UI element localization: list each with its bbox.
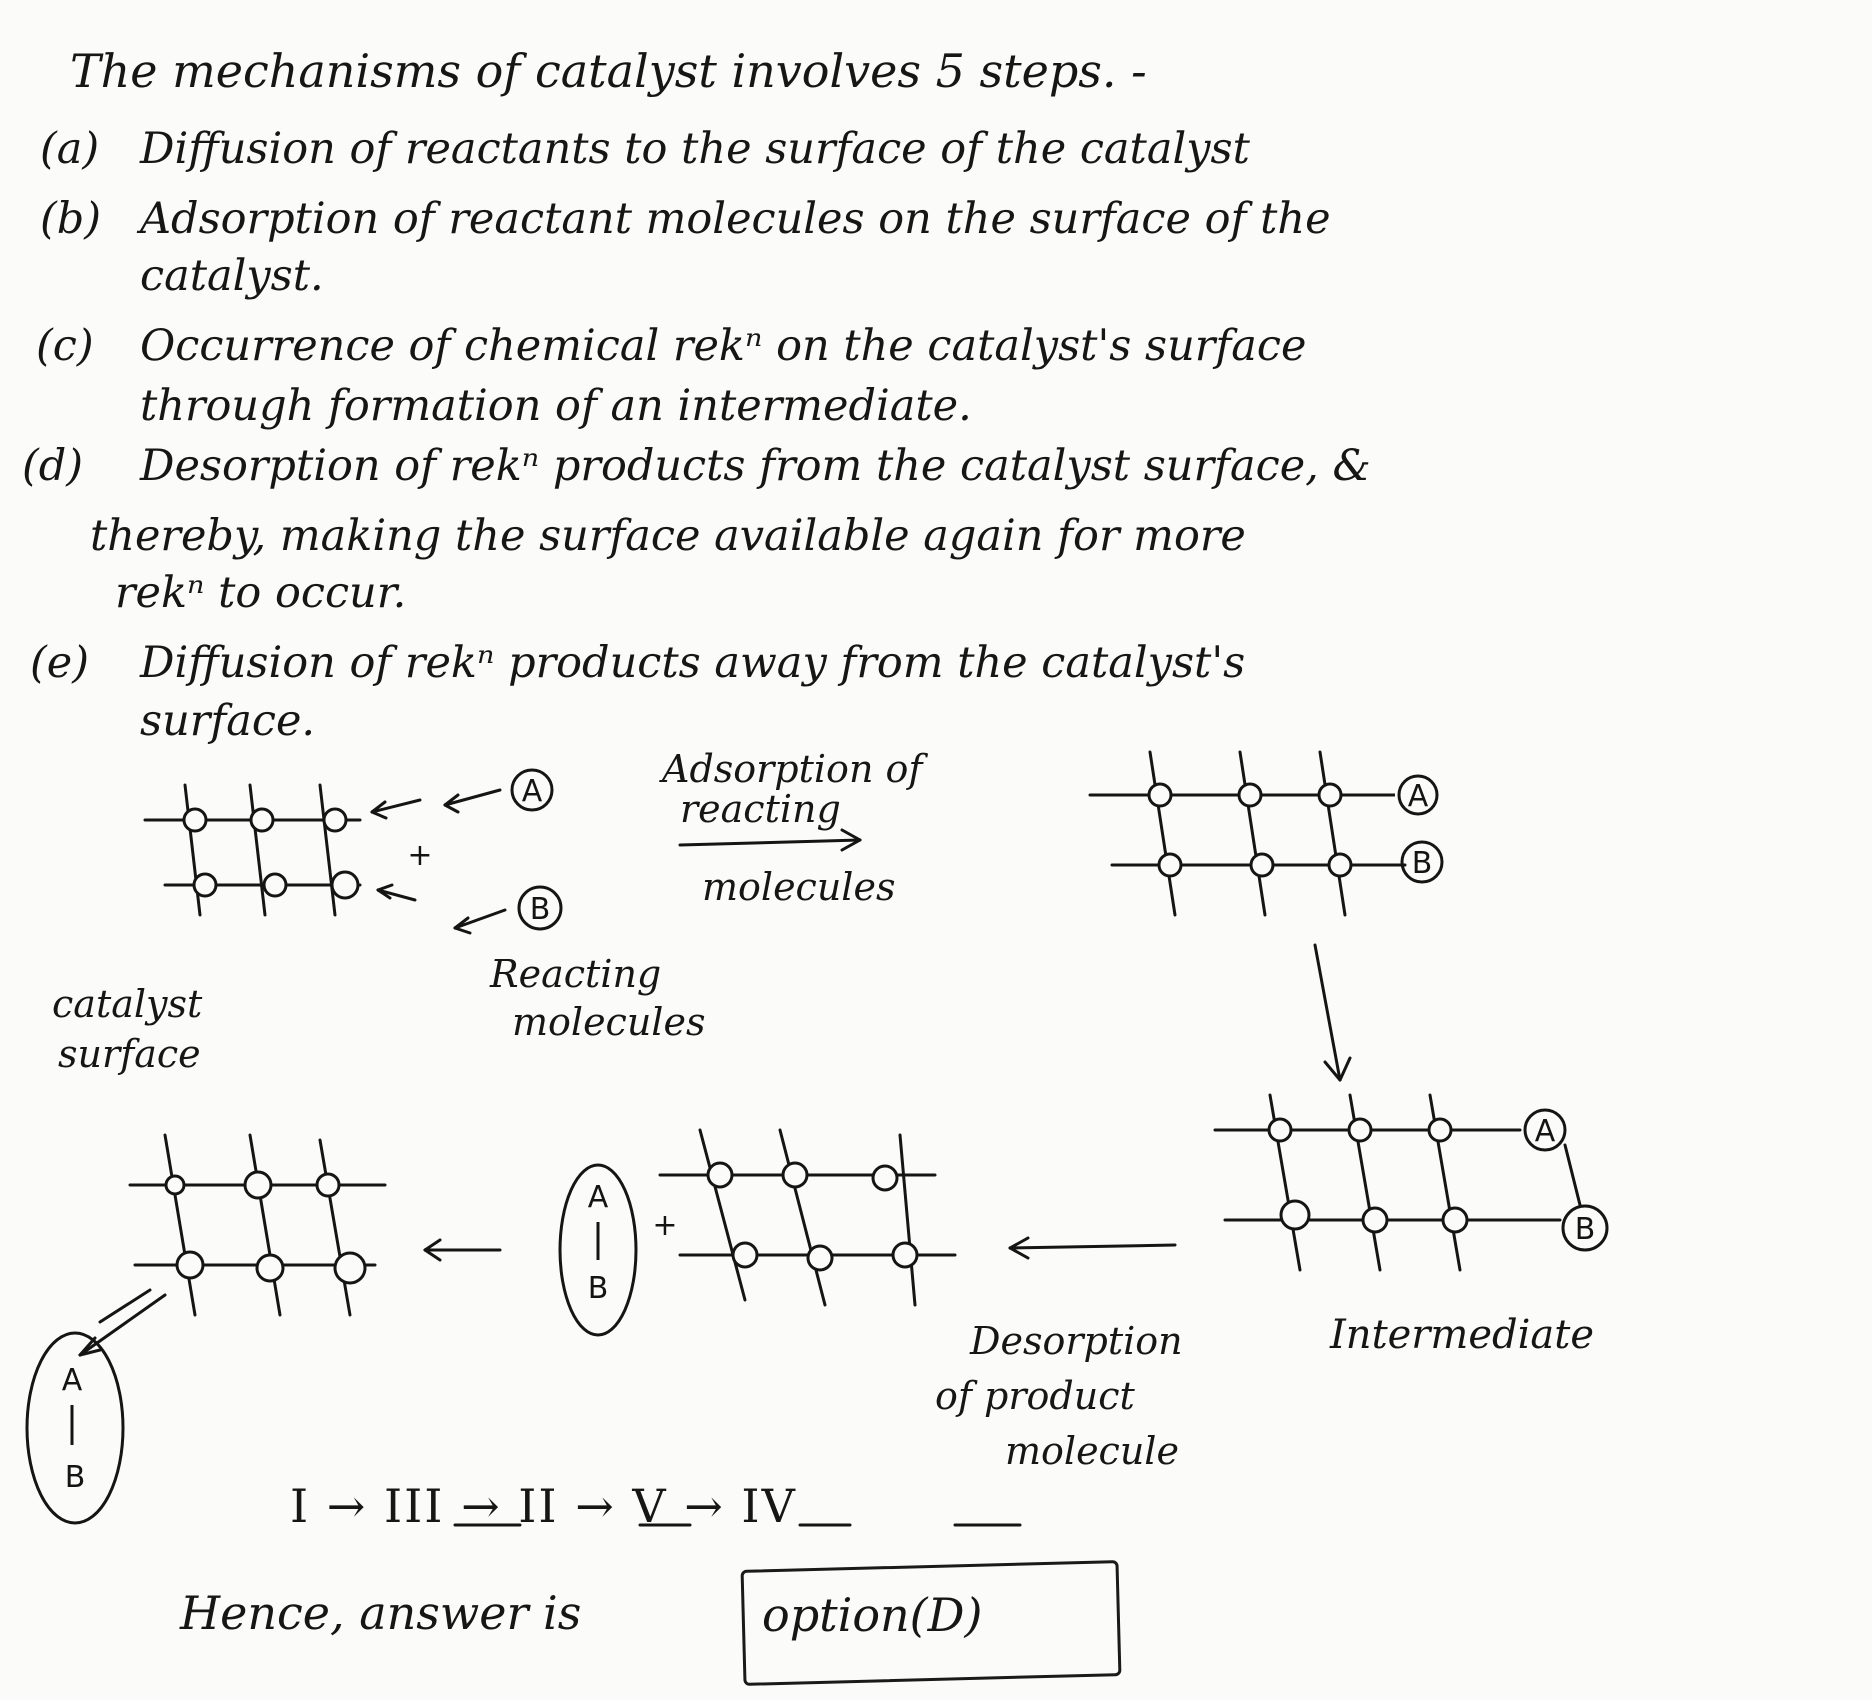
step-e-tag: (e) (30, 638, 89, 688)
catalyst-grid-4 (658, 1128, 957, 1307)
product-B-2: B (65, 1460, 86, 1495)
step-b-tag: (b) (40, 194, 102, 244)
step-e-line-2: surface. (140, 696, 316, 746)
catalyst-grid-2 (1088, 750, 1407, 917)
desorption-label-3: molecule (1005, 1429, 1179, 1473)
step-d-line-1: Desorption of rekⁿ products from the cat… (140, 441, 1371, 491)
step-d-line-2: thereby, making the surface available ag… (90, 511, 1246, 561)
plus-sign-2: + (652, 1208, 677, 1243)
step-e-line-1: Diffusion of rekⁿ products away from the… (140, 638, 1246, 688)
intermediate-label: Intermediate (1330, 1312, 1595, 1358)
step-b-line-1: Adsorption of reactant molecules on the … (140, 194, 1331, 244)
molecule-B-2: B (1412, 846, 1433, 881)
catalyst-grid-5 (128, 1133, 387, 1317)
molecule-B-3: B (1575, 1212, 1596, 1247)
adsorption-label-1: Adsorption of (662, 747, 923, 791)
catalyst-grid-3 (1213, 1093, 1582, 1272)
catalyst-surface-label-2: surface (58, 1032, 201, 1076)
step-a-tag: (a) (40, 124, 100, 174)
step-b-line-2: catalyst. (140, 251, 324, 301)
molecule-A-1: A (522, 774, 543, 809)
adsorption-label-2: reacting (680, 787, 841, 831)
reacting-molecules-label-1: Reacting (490, 952, 662, 996)
product-A-1: A (588, 1180, 609, 1215)
product-A-2: A (62, 1363, 83, 1398)
product-B-1: B (588, 1271, 609, 1306)
step-a-line-1: Diffusion of reactants to the surface of… (140, 124, 1250, 174)
desorption-label-1: Desorption (970, 1319, 1183, 1363)
step-c-tag: (c) (36, 321, 94, 371)
step-c-line-1: Occurrence of chemical rekⁿ on the catal… (140, 321, 1307, 371)
molecule-A-3: A (1535, 1114, 1556, 1149)
step-sequence: I → III → II → V → IV (290, 1479, 797, 1533)
molecule-B-1: B (530, 892, 551, 927)
step-d-line-3: rekⁿ to occur. (115, 568, 407, 618)
adsorption-label-3: molecules (702, 865, 896, 909)
answer-option: option(D) (762, 1588, 983, 1642)
desorption-label-2: of product (935, 1374, 1135, 1418)
reacting-molecules-label-2: molecules (512, 1000, 706, 1044)
step-c-line-2: through formation of an intermediate. (140, 381, 972, 431)
catalyst-surface-label-1: catalyst (52, 982, 203, 1026)
molecule-A-2: A (1408, 779, 1429, 814)
step-d-tag: (d) (22, 441, 84, 491)
answer-prefix: Hence, answer is (180, 1586, 582, 1640)
plus-sign-1: + (407, 838, 432, 873)
intro-text: The mechanisms of catalyst involves 5 st… (70, 44, 1147, 98)
catalyst-grid-1 (143, 783, 362, 917)
